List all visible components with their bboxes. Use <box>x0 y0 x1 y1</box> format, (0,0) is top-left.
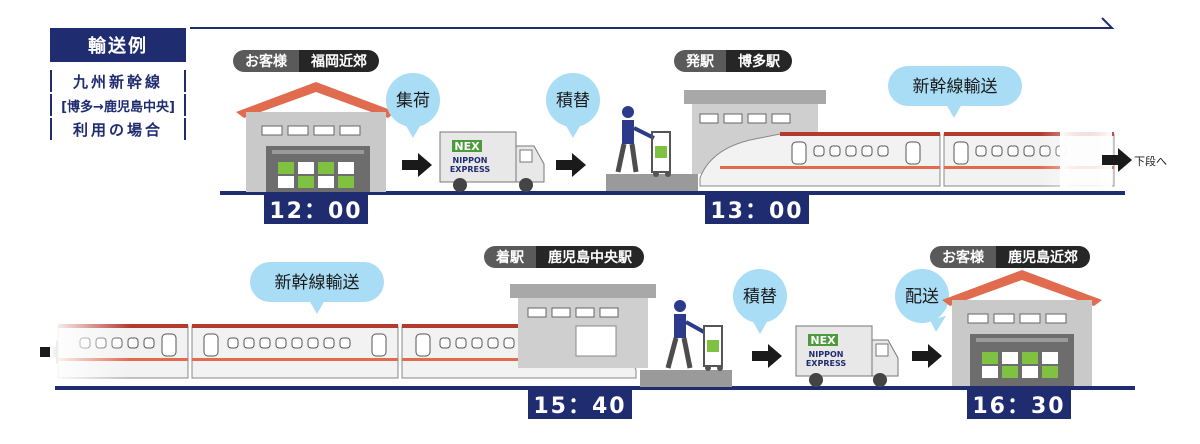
arrow-right-icon <box>752 344 782 368</box>
arrow-right-icon <box>912 344 942 368</box>
tag-value: 博多駅 <box>726 50 792 72</box>
truck-logo-line2: EXPRESS <box>806 359 847 368</box>
transfer-bubble <box>546 73 600 138</box>
customer-origin-tag: お客様 福岡近郊 <box>233 50 379 72</box>
time-badge: 13：00 <box>705 194 809 224</box>
tag-value: 鹿児島近郊 <box>996 246 1090 268</box>
next-row-label: 下段へ <box>1134 155 1167 168</box>
page-title: 輸送例 <box>50 28 186 62</box>
delivery-bubble-label: 配送 <box>905 287 939 307</box>
time-badge: 15：40 <box>528 389 632 419</box>
arrow-right-icon <box>556 153 586 177</box>
pickup-bubble <box>386 73 440 138</box>
delivery-bubble <box>895 269 949 332</box>
tag-key: 着駅 <box>484 246 536 268</box>
transfer-bubble-label: 積替 <box>743 287 777 307</box>
subtitle-line-2: [博多→鹿児島中央] <box>50 94 186 116</box>
warehouse-icon <box>942 270 1102 386</box>
arrow-right-icon <box>402 153 432 177</box>
truck-logo-mark: NEX <box>454 140 480 153</box>
top-timeline-line <box>190 17 1115 29</box>
truck-logo-mark: NEX <box>810 334 836 347</box>
truck-icon <box>795 325 899 387</box>
shinkansen-bubble-label: 新幹線輸送 <box>275 272 360 293</box>
arrow-right-icon <box>1102 148 1132 172</box>
truck-logo-line1: NIPPON <box>809 350 844 359</box>
subtitle-line-1: 九州新幹線 <box>50 70 186 92</box>
truck-logo-line2: EXPRESS <box>450 165 491 174</box>
tag-key: 発駅 <box>674 50 726 72</box>
time-badge: 12：00 <box>264 194 368 224</box>
tag-value: 鹿児島中央駅 <box>536 246 644 268</box>
tag-value: 福岡近郊 <box>299 50 379 72</box>
worker-icon <box>640 300 732 387</box>
pickup-bubble-label: 集荷 <box>396 91 430 111</box>
warehouse-icon <box>236 82 396 192</box>
departure-station-tag: 発駅 博多駅 <box>674 50 792 72</box>
shinkansen-bubble-label: 新幹線輸送 <box>913 76 998 97</box>
tag-key: お客様 <box>233 50 299 72</box>
station-building-icon <box>510 284 656 368</box>
tag-key: お客様 <box>930 246 996 268</box>
truck-logo-line1: NIPPON <box>453 156 488 165</box>
transfer-bubble-label: 積替 <box>556 91 590 111</box>
customer-destination-tag: お客様 鹿児島近郊 <box>930 246 1090 268</box>
row1-ground-line <box>220 191 1125 195</box>
worker-icon <box>606 106 698 191</box>
time-badge: 16：30 <box>967 389 1071 419</box>
shinkansen-bubble <box>888 66 1022 118</box>
subtitle-line-3: 利用の場合 <box>50 118 186 140</box>
truck-icon <box>439 131 545 192</box>
shinkansen-bubble <box>250 262 384 314</box>
arrival-station-tag: 着駅 鹿児島中央駅 <box>484 246 644 268</box>
row2-ground-line <box>55 386 1135 390</box>
transfer-bubble <box>733 269 787 334</box>
